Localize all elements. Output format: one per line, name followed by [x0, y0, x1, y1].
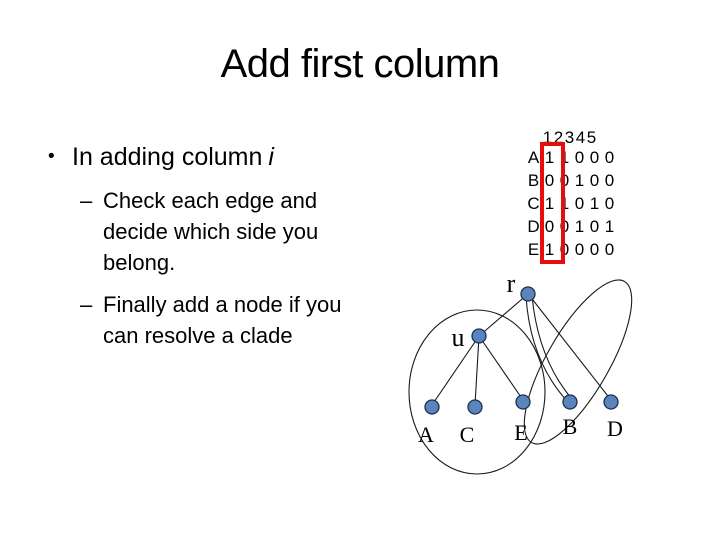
sub-bullet-item: – Check each edge and decide which side …	[80, 185, 398, 278]
node-label-C: C	[460, 422, 475, 447]
edge-r-D	[528, 294, 612, 401]
tree-node	[520, 286, 536, 302]
bullet-marker: •	[48, 146, 55, 167]
matrix-cell: 0	[589, 148, 600, 167]
matrix-cell: 0	[604, 171, 615, 190]
matrix-cell: 0	[604, 240, 615, 259]
tree-node	[515, 394, 531, 410]
matrix-cell: 0	[574, 194, 585, 213]
node-label-u: u	[452, 323, 465, 352]
tree-node	[467, 399, 483, 415]
sub-bullet-item: – Finally add a node if you can resolve …	[80, 289, 398, 351]
matrix-cell: 0	[574, 148, 585, 167]
tree-node	[603, 394, 619, 410]
node-label-B: B	[563, 414, 578, 439]
matrix-cell: 1	[589, 194, 600, 213]
clade-ellipse-left	[408, 309, 546, 475]
matrix-cell: 1	[544, 194, 555, 213]
matrix-col-header: 4	[575, 128, 586, 147]
matrix-row-label: E	[527, 240, 540, 259]
matrix-col-header: 5	[586, 128, 597, 147]
edge-r-B	[525, 295, 568, 402]
matrix-row-label: A	[527, 148, 540, 167]
matrix-cell: 1	[544, 240, 555, 259]
bullet-text-emphasis: i	[268, 143, 274, 171]
clade-ellipse-right	[523, 279, 633, 445]
slide-title: Add first column	[220, 42, 500, 86]
matrix-cell: 0	[604, 194, 615, 213]
sub-bullet-marker: –	[80, 188, 93, 213]
matrix-row-label: D	[527, 217, 540, 236]
edge-r-B-2	[531, 295, 572, 399]
sub-bullet-marker: –	[80, 292, 93, 317]
matrix-highlight-column-box	[540, 142, 565, 264]
matrix-cell: 1	[574, 171, 585, 190]
matrix-cell: 1	[604, 217, 615, 236]
edge-u-E	[478, 335, 524, 401]
matrix-cell: 0	[589, 217, 600, 236]
edge-u-C	[474, 335, 480, 406]
matrix-cell: 0	[574, 240, 585, 259]
matrix-cell: 0	[544, 217, 555, 236]
tree-diagram: r u A C E B D	[408, 269, 633, 475]
node-label-A: A	[418, 422, 434, 447]
matrix-cell: 0	[544, 171, 555, 190]
matrix-cell: 0	[604, 148, 615, 167]
sub-bullet-text: Finally add a node if you can resolve a …	[103, 292, 342, 348]
matrix-row-label: C	[527, 194, 540, 213]
matrix-col-header: 1	[542, 128, 553, 147]
matrix-col-header: 3	[564, 128, 575, 147]
matrix-cell: 1	[574, 217, 585, 236]
node-label-r: r	[507, 269, 516, 298]
matrix-cell: 1	[544, 148, 555, 167]
tree-node	[562, 394, 578, 410]
edge-u-A	[431, 335, 480, 406]
sub-bullet-text: Check each edge and decide which side yo…	[103, 188, 319, 275]
matrix-col-header: 2	[553, 128, 564, 147]
edge-r-u	[478, 293, 529, 337]
tree-node	[424, 399, 440, 415]
tree-node	[471, 328, 487, 344]
matrix-cell: 0	[589, 171, 600, 190]
node-label-D: D	[607, 416, 623, 441]
node-label-E: E	[514, 420, 527, 445]
matrix-row-label: B	[527, 171, 540, 190]
matrix-cell: 0	[589, 240, 600, 259]
